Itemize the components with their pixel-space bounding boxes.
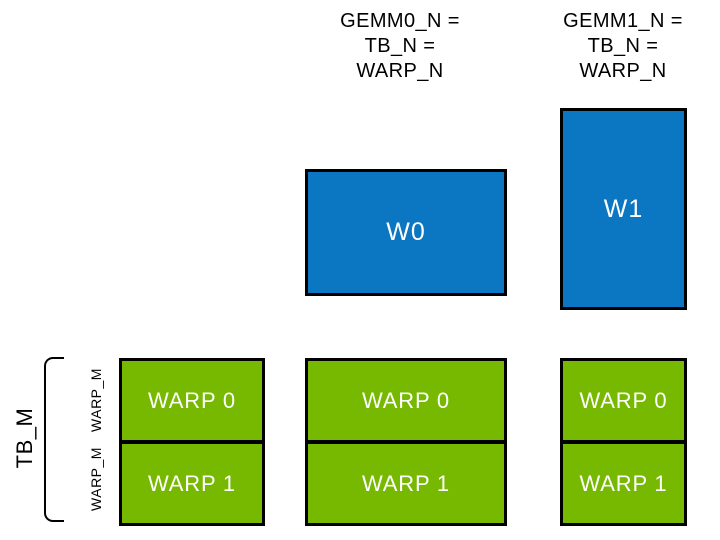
gemm1-column-header: GEMM1_N = TB_N = WARP_N: [563, 10, 683, 82]
warp-group-middle: WARP 0 WARP 1: [305, 358, 507, 526]
tb-m-bracket: [44, 357, 64, 522]
warp-group-left: WARP 0 WARP 1: [119, 358, 265, 526]
warp-tile-w0: W0: [305, 169, 507, 296]
tb-m-axis-label: TB_M: [12, 407, 37, 469]
warp-m-row0-label: WARP_M: [88, 368, 104, 432]
warp-row-label: WARP 1: [579, 470, 668, 496]
warp-row-label: WARP 0: [579, 387, 668, 413]
warp-row: WARP 0: [308, 361, 504, 444]
warp-row-label: WARP 0: [148, 387, 236, 413]
warp-row: WARP 1: [122, 444, 262, 523]
warp-tile-w0-label: W0: [386, 218, 426, 246]
warp-row-label: WARP 0: [362, 387, 450, 413]
warp-tile-w1: W1: [560, 108, 687, 310]
gemm0-column-header: GEMM0_N = TB_N = WARP_N: [340, 10, 460, 82]
warp-row: WARP 1: [563, 444, 684, 523]
warp-row: WARP 0: [563, 361, 684, 444]
warp-group-right: WARP 0 WARP 1: [560, 358, 687, 526]
warp-tile-w1-label: W1: [603, 194, 644, 223]
warp-row-label: WARP 1: [362, 470, 450, 496]
warp-m-row1-label: WARP_M: [88, 447, 104, 511]
warp-row-label: WARP 1: [148, 470, 236, 496]
warp-row: WARP 0: [122, 361, 262, 444]
warp-row: WARP 1: [308, 444, 504, 523]
